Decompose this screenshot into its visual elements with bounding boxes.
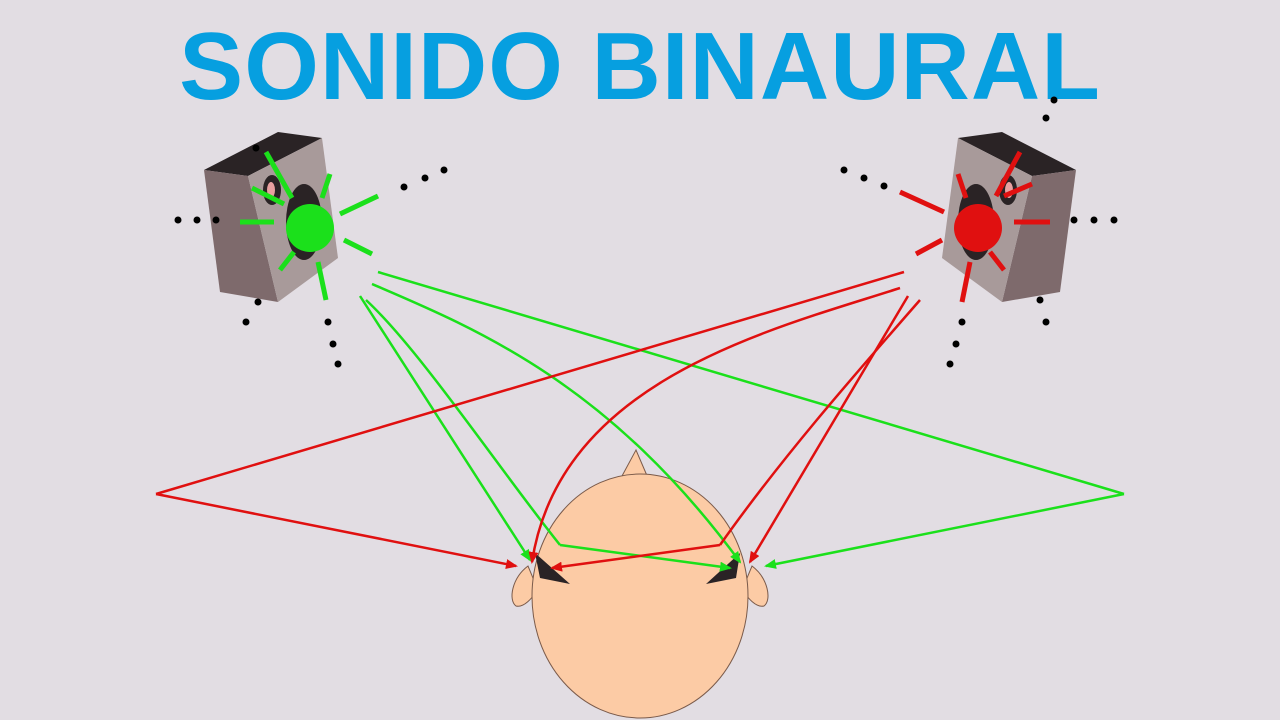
page-title: SONIDO BINAURAL [179, 13, 1101, 120]
listener-head [511, 448, 769, 719]
left-sound-source [174, 144, 448, 368]
left-channel-paths [358, 270, 1125, 572]
right-sound-source [840, 96, 1118, 368]
right-channel-paths [155, 270, 921, 572]
